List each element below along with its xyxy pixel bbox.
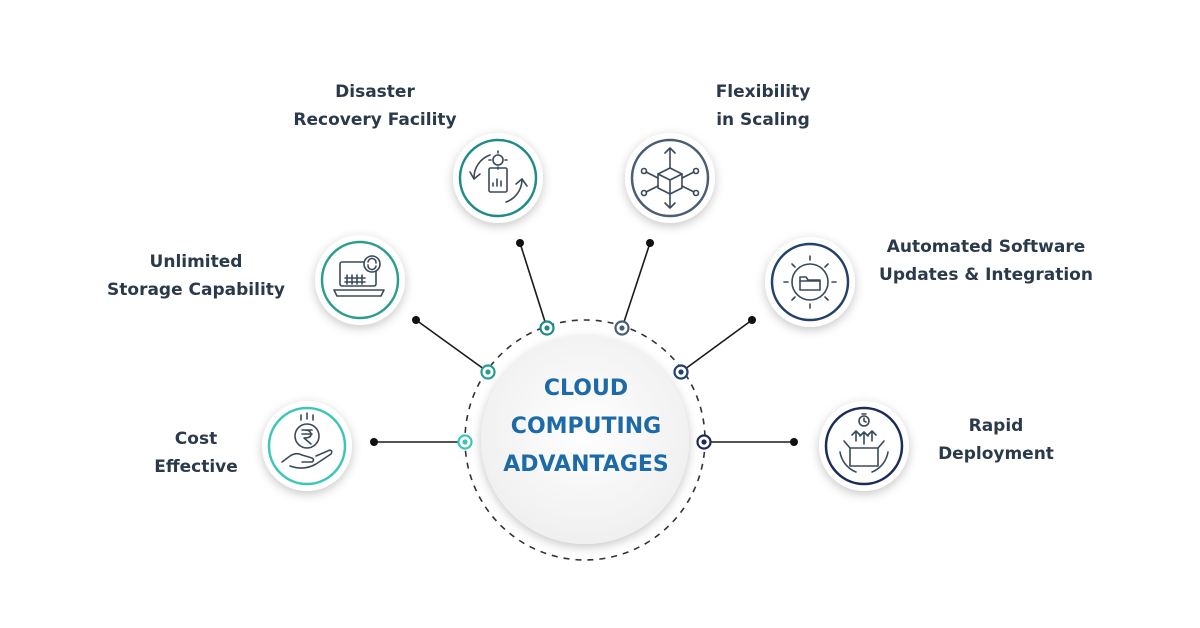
connectors — [374, 242, 794, 443]
rupee-coin-hand-icon — [281, 412, 333, 469]
label-line: Automated Software — [886, 237, 1086, 257]
label-line: Flexibility — [715, 82, 811, 102]
label-line: Disaster — [335, 82, 415, 102]
connector-end-dots — [370, 239, 798, 446]
badge-rapid-deployment — [819, 401, 909, 491]
orbit-node-recovery — [539, 320, 555, 336]
label-unlimited-storage: Unlimited Storage Capability — [92, 248, 300, 304]
label-automated-updates: Automated Software Updates & Integration — [864, 233, 1108, 289]
badge-flexibility-scaling — [625, 133, 715, 223]
orbit-node-automated — [673, 364, 689, 380]
label-disaster-recovery: Disaster Recovery Facility — [278, 78, 472, 134]
center-title-line: COMPUTING — [510, 414, 662, 439]
end-dot — [370, 438, 378, 446]
label-line: Rapid — [968, 416, 1024, 436]
recovery-document-gear-icon — [469, 150, 528, 203]
orbit-node-cost — [457, 434, 473, 450]
connector-automated-updates — [680, 319, 753, 373]
badge-cost-effective — [262, 401, 352, 491]
label-rapid-deployment: Rapid Deployment — [934, 412, 1058, 468]
center-title-line: CLOUD — [543, 376, 629, 401]
badge-disaster-recovery — [453, 133, 543, 223]
end-dot — [790, 438, 798, 446]
end-dot — [516, 239, 524, 247]
connector-unlimited-storage — [415, 319, 489, 373]
connector-disaster-recovery — [519, 242, 548, 329]
label-flexibility-scaling: Flexibility in Scaling — [696, 78, 830, 134]
label-line: Unlimited — [149, 252, 243, 272]
end-dot — [412, 316, 420, 324]
orbit-node-scaling — [614, 320, 630, 336]
laptop-sync-icon — [333, 255, 385, 297]
label-line: Effective — [154, 457, 238, 477]
center-disc — [481, 336, 689, 544]
orbit-node-storage — [480, 364, 496, 380]
end-dot — [748, 316, 756, 324]
label-line: Deployment — [938, 444, 1054, 464]
box-deployment-icon — [839, 413, 889, 473]
scaling-cube-icon — [640, 147, 700, 209]
connector-flexibility-scaling — [621, 242, 651, 329]
label-cost-effective: Cost Effective — [146, 425, 246, 481]
badge-unlimited-storage — [315, 235, 405, 325]
label-line: Recovery Facility — [293, 110, 457, 130]
folder-update-icon — [783, 255, 837, 309]
label-line: Cost — [174, 429, 218, 449]
center-title-line: ADVANTAGES — [503, 452, 669, 477]
badge-automated-updates — [765, 237, 855, 327]
orbit-node-rapid — [696, 434, 712, 450]
label-line: Updates & Integration — [879, 265, 1093, 285]
label-line: in Scaling — [716, 110, 810, 130]
label-line: Storage Capability — [107, 280, 285, 300]
center-title: CLOUD COMPUTING ADVANTAGES — [486, 370, 686, 484]
end-dot — [646, 239, 654, 247]
